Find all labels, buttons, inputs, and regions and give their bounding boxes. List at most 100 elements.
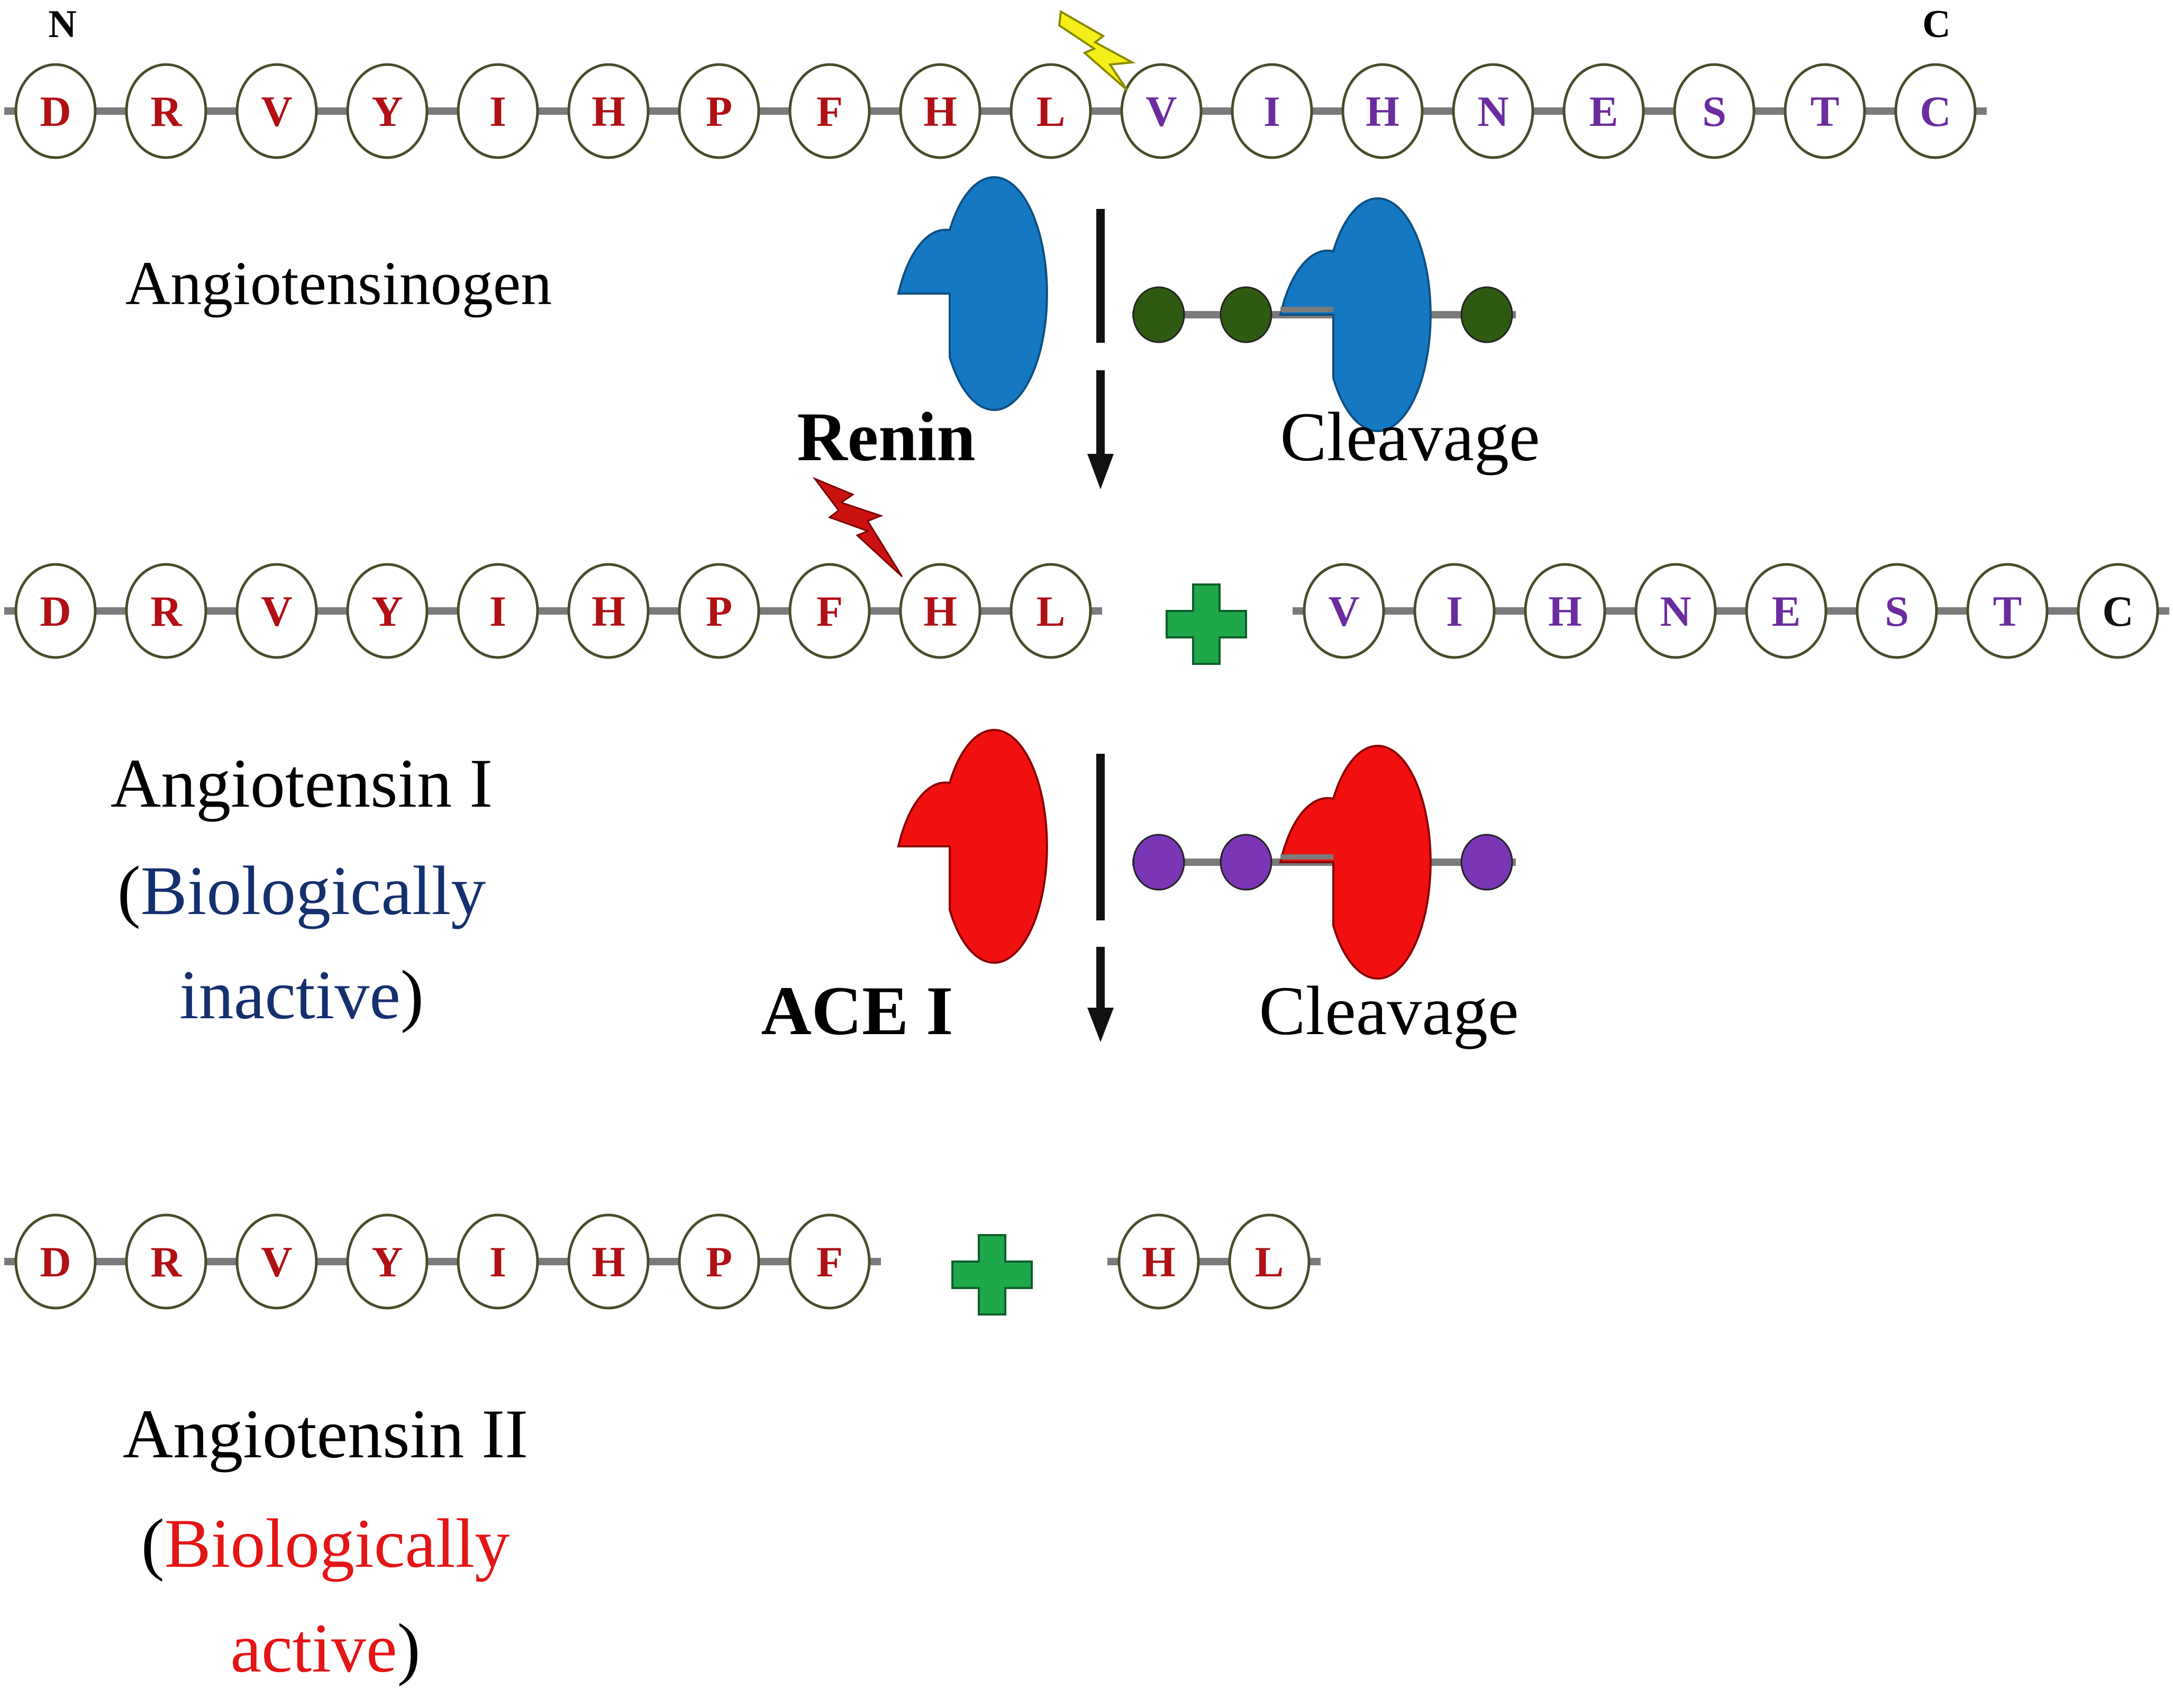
residue-circle — [1303, 563, 1385, 659]
angiotensin-2-state-line-a: (Biologically — [141, 1504, 510, 1582]
bound-enzyme-icon — [1279, 197, 1432, 432]
ace-label: ACE I — [761, 972, 953, 1049]
residue-circle — [788, 63, 871, 159]
residue-circle — [1120, 63, 1203, 159]
yellow-lightning-bolt-icon — [1058, 10, 1136, 91]
residue-circle — [1452, 63, 1534, 159]
residue-circle — [346, 1213, 429, 1310]
residue-label: E — [1772, 587, 1801, 635]
open-paren: ( — [117, 852, 141, 929]
down-arrow-icon-2 — [1087, 754, 1114, 1042]
angiotensin-2-state-line-b: active) — [230, 1609, 420, 1687]
close-paren: ) — [401, 956, 424, 1034]
residue-label: H — [1142, 1238, 1176, 1286]
residue-circle — [899, 63, 981, 159]
residue-label: H — [592, 87, 625, 135]
residue-label: S — [1885, 587, 1909, 635]
residue-circle — [346, 563, 429, 659]
residue-circle — [1231, 63, 1313, 159]
residue-circle — [1010, 563, 1092, 659]
residue-circle — [1117, 1213, 1200, 1310]
residue-label: D — [40, 587, 71, 635]
residue-circle — [346, 63, 429, 159]
residue-circle — [2077, 563, 2159, 659]
inactive-word-a: Biologically — [141, 852, 486, 929]
residue-circle — [678, 563, 760, 659]
residue-label: L — [1037, 587, 1066, 635]
residue-circle — [1784, 63, 1866, 159]
plus-icon-2 — [951, 1234, 1033, 1316]
residue-label: V — [261, 587, 292, 635]
renin-label: Renin — [797, 398, 975, 476]
angiotensinogen-label: Angiotensinogen — [125, 249, 552, 318]
residue-label: H — [592, 1238, 625, 1286]
down-arrow-icon — [1087, 209, 1114, 489]
residue-circle — [1010, 63, 1092, 159]
active-word-b: active — [230, 1609, 397, 1687]
residue-label: Y — [371, 1238, 403, 1286]
residue-label: Y — [371, 587, 403, 635]
residue-label: R — [150, 1238, 182, 1286]
residue-circle — [1341, 63, 1424, 159]
residue-circle — [457, 1213, 539, 1310]
residue-circle — [567, 1213, 650, 1310]
residue-circle — [125, 1213, 207, 1310]
angiotensin-1-state-line-b: inactive) — [179, 956, 424, 1034]
active-word-a: Biologically — [165, 1504, 510, 1582]
residue-label: N — [1477, 87, 1508, 135]
schematic-bead — [1132, 286, 1185, 343]
residue-label: E — [1589, 87, 1619, 135]
residue-label: Y — [371, 87, 403, 135]
residue-label: S — [1702, 87, 1726, 135]
schematic-bead — [1460, 834, 1513, 891]
residue-circle — [788, 1213, 871, 1310]
inactive-word-b: inactive — [179, 956, 401, 1034]
ace-cleavage-schematic — [1132, 745, 1516, 980]
schematic-bead — [1460, 286, 1513, 343]
residue-label: H — [923, 587, 957, 635]
residue-label: C — [2102, 587, 2133, 635]
residue-label: V — [1328, 587, 1359, 635]
residue-label: P — [706, 587, 732, 635]
residue-label: R — [150, 587, 182, 635]
renin-enzyme-icon — [897, 176, 1048, 411]
residue-label: I — [1263, 87, 1280, 135]
residue-label: F — [816, 1238, 843, 1286]
cleavage-label-2: Cleavage — [1259, 972, 1519, 1049]
angiotensin-1-state-line-a: (Biologically — [117, 852, 486, 929]
residue-circle — [1966, 563, 2049, 659]
residue-label: I — [1446, 587, 1463, 635]
cleavage-label-1: Cleavage — [1280, 398, 1540, 476]
c-terminus-label: C — [1922, 3, 1950, 46]
residue-label: F — [816, 587, 843, 635]
residue-label: N — [1660, 587, 1691, 635]
residue-circle — [567, 563, 650, 659]
residue-label: I — [489, 587, 506, 635]
residue-circle — [457, 63, 539, 159]
residue-label: T — [1993, 587, 2022, 635]
residue-label: V — [261, 1238, 292, 1286]
residue-label: L — [1255, 1238, 1284, 1286]
residue-label: D — [40, 87, 71, 135]
angiotensin-1-label: Angiotensin I — [111, 744, 493, 822]
residue-circle — [1562, 63, 1645, 159]
schematic-bead — [1220, 286, 1272, 343]
residue-circle — [125, 563, 207, 659]
residue-label: L — [1037, 87, 1066, 135]
residue-label: H — [1366, 87, 1399, 135]
residue-circle — [1634, 563, 1717, 659]
residue-circle — [1856, 563, 1938, 659]
residue-circle — [1524, 563, 1606, 659]
bound-enzyme-icon — [1279, 745, 1432, 980]
residue-circle — [14, 1213, 97, 1310]
residue-circle — [457, 563, 539, 659]
residue-label: V — [1145, 87, 1177, 135]
residue-label: I — [489, 1238, 506, 1286]
residue-label: H — [1548, 587, 1582, 635]
residue-circle — [1413, 563, 1496, 659]
